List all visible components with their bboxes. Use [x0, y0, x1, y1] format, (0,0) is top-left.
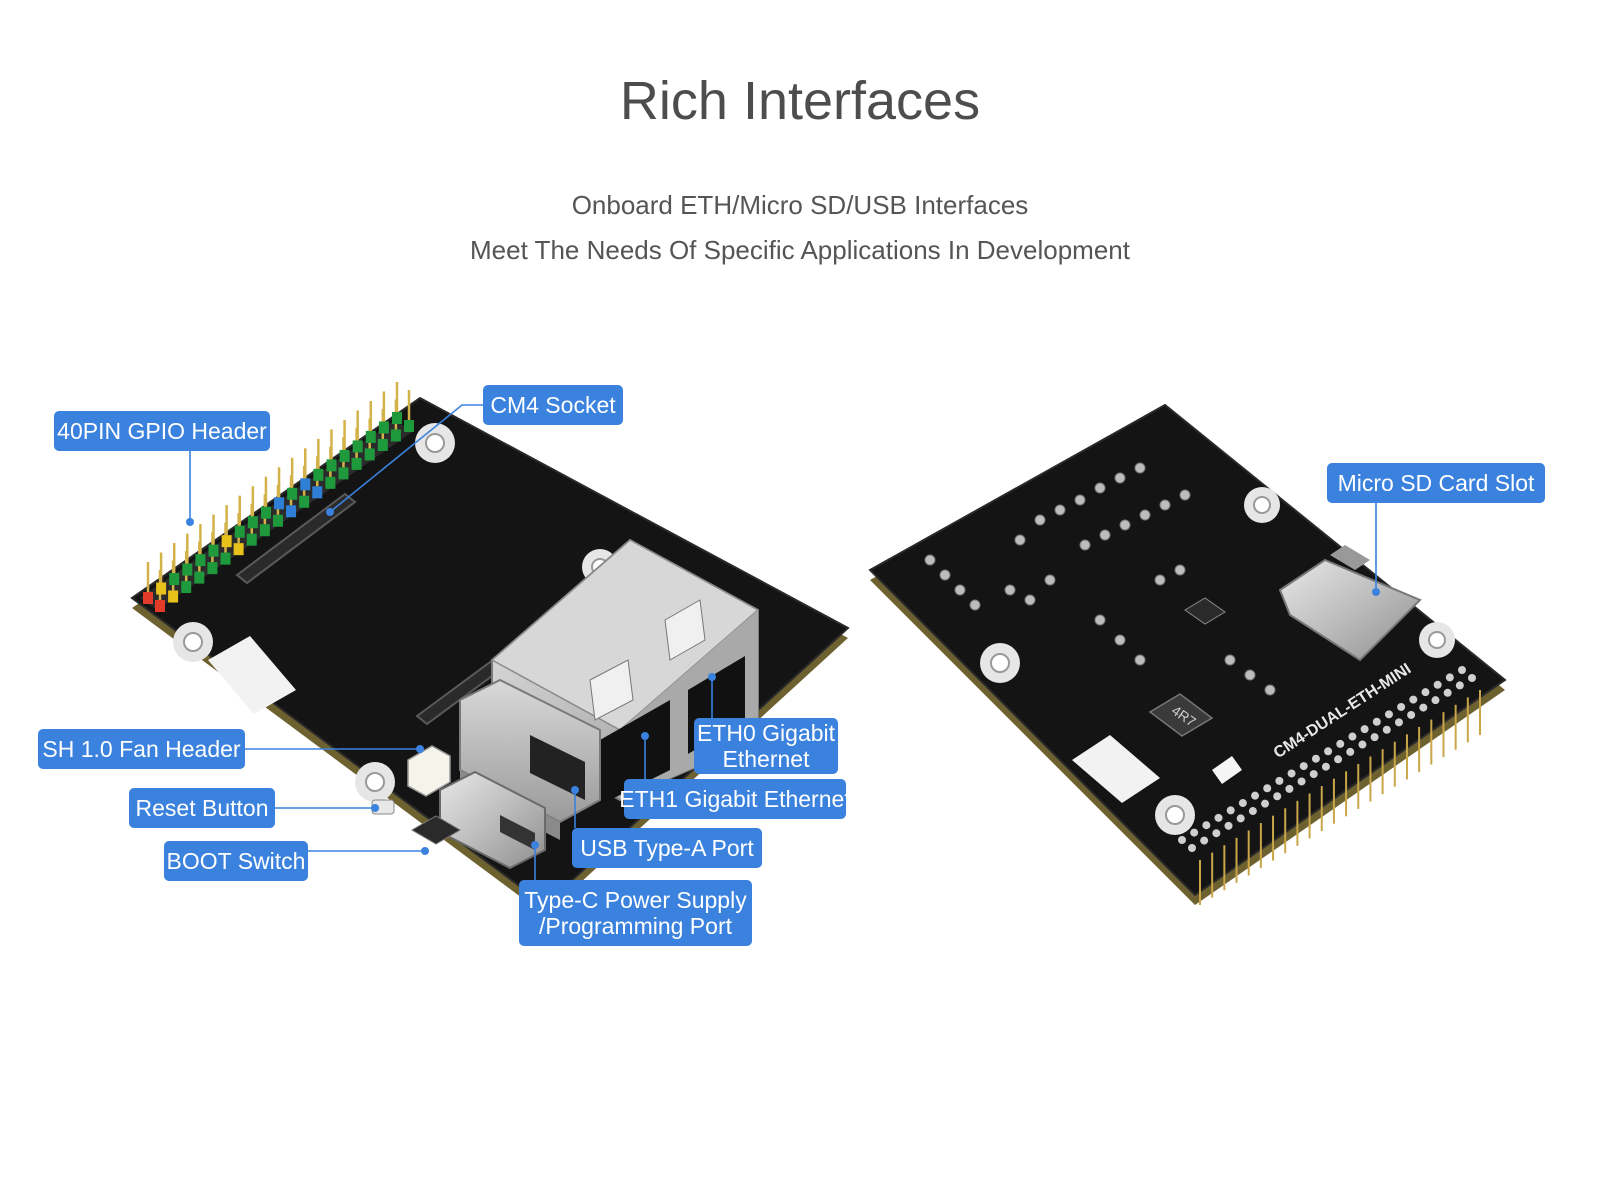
callout-boot-switch: BOOT Switch — [164, 841, 308, 881]
callout-gpio-header: 40PIN GPIO Header — [54, 411, 270, 451]
right-mounting-holes — [980, 487, 1455, 835]
subtitle-line-2: Meet The Needs Of Specific Applications … — [470, 235, 1130, 265]
cm4-connector-a — [235, 492, 357, 585]
left-label-pad — [208, 636, 296, 714]
callout-gpio-label: 40PIN GPIO Header — [57, 418, 267, 444]
callout-reset-label: Reset Button — [135, 795, 269, 821]
page-title: Rich Interfaces — [619, 71, 981, 131]
callout-cm4-label: CM4 Socket — [490, 392, 616, 418]
right-header-pins — [1178, 666, 1481, 905]
callout-fan-label: SH 1.0 Fan Header — [42, 736, 241, 762]
callout-sd-label: Micro SD Card Slot — [1337, 470, 1535, 496]
inductor: 4R7 — [1148, 693, 1214, 737]
callout-boot-label: BOOT Switch — [166, 848, 306, 874]
callout-eth0-line2: Ethernet — [722, 746, 810, 772]
callout-eth0: ETH0 Gigabit Ethernet — [694, 718, 838, 774]
boot-switch-part — [411, 815, 461, 845]
callout-type-c: Type-C Power Supply /Programming Port — [519, 880, 752, 946]
solder-joints — [924, 462, 1276, 696]
callout-eth1: ETH1 Gigabit Ethernet — [619, 779, 851, 819]
callout-usb-type-a: USB Type-A Port — [572, 828, 762, 868]
callout-eth1-label: ETH1 Gigabit Ethernet — [619, 786, 851, 812]
right-label-pad — [1072, 735, 1160, 803]
ic-chip — [1184, 597, 1226, 625]
callout-typec-line2: /Programming Port — [538, 913, 732, 939]
right-board: 4R7 CM4-DUAL-ETH-MINI — [868, 403, 1507, 905]
callout-fan-header: SH 1.0 Fan Header — [38, 729, 245, 769]
micro-sd-slot-part — [1278, 545, 1422, 662]
subtitle-line-1: Onboard ETH/Micro SD/USB Interfaces — [571, 190, 1029, 220]
leader-dots — [186, 508, 1380, 855]
fan-header — [407, 745, 451, 797]
waveshare-logo — [1212, 756, 1242, 784]
callout-typec-line1: Type-C Power Supply — [524, 887, 747, 913]
callout-cm4-socket: CM4 Socket — [483, 385, 623, 425]
callout-reset-button: Reset Button — [129, 788, 275, 828]
callout-micro-sd: Micro SD Card Slot — [1327, 463, 1545, 503]
gpio-pin-row — [143, 382, 414, 612]
callout-eth0-line1: ETH0 Gigabit — [696, 720, 836, 746]
leader-cm4 — [329, 404, 483, 513]
callout-usba-label: USB Type-A Port — [580, 835, 754, 861]
